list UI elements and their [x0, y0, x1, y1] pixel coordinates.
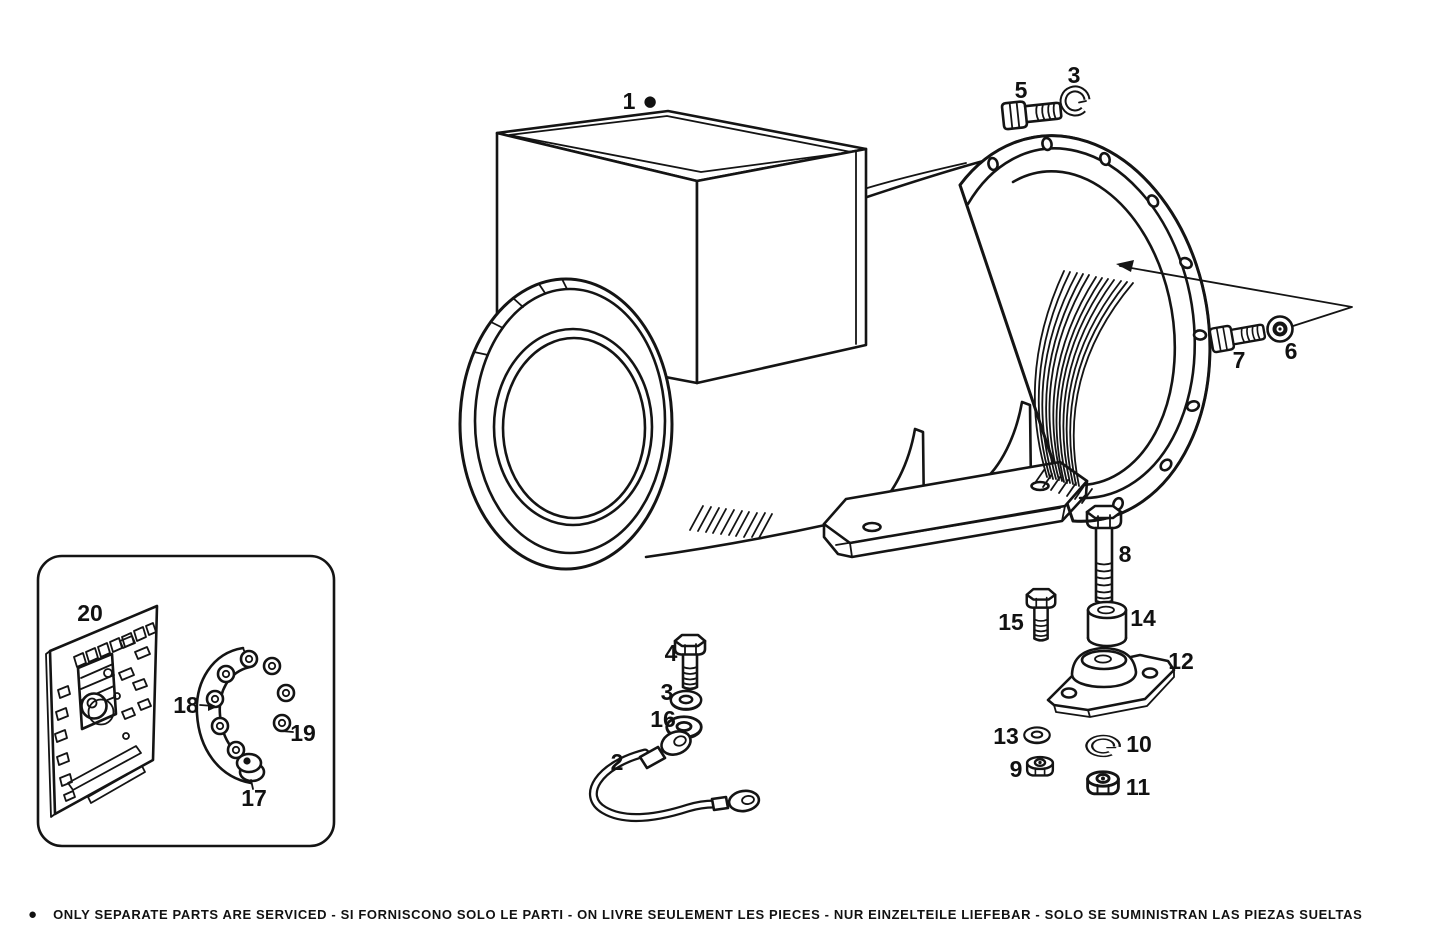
part-12-vibration-mount: [1046, 646, 1176, 718]
part-5-hex-bolt: [1000, 96, 1064, 131]
part-label-18: 18: [173, 692, 199, 718]
detail-pointer: [1116, 260, 1353, 327]
diode: [210, 716, 230, 736]
part-label-11: 11: [1126, 774, 1151, 800]
part-11-hex-nut: [1086, 770, 1120, 796]
part-9-hex-nut: [1025, 755, 1055, 777]
part-label-4: 4: [665, 640, 678, 666]
part-4-hex-bolt: [673, 633, 707, 691]
part-10-lock-washer: [1087, 736, 1120, 756]
end-bell-rim-hatch: [473, 278, 568, 356]
rectifier-assembly-17: [195, 646, 296, 790]
diode: [262, 656, 282, 676]
diode: [216, 664, 236, 684]
callout-labels: 1 ● 5 3 7 6 8 15 14 12 13 9 10 11 4 3 16…: [77, 62, 1297, 811]
part-label-15: 15: [998, 609, 1024, 635]
serviced-marker-dot: ●: [643, 92, 656, 110]
part-6-grommet-washer: [1266, 315, 1294, 343]
part-label-17: 17: [241, 785, 267, 811]
part-label-2: 2: [611, 749, 624, 775]
diode: [276, 683, 296, 703]
hardware-parts: [588, 89, 1294, 823]
footer-note-text: ONLY SEPARATE PARTS ARE SERVICED - SI FO…: [53, 907, 1363, 922]
stator-windings: [1033, 270, 1134, 504]
part-label-14: 14: [1130, 605, 1156, 631]
diode: [239, 649, 259, 669]
winding-end-hatch: [1034, 469, 1093, 504]
part-label-12: 12: [1168, 648, 1194, 674]
part-label-3a: 3: [1068, 62, 1081, 88]
footer-note-row: ● ONLY SEPARATE PARTS ARE SERVICED - SI …: [28, 907, 1420, 923]
diode: [272, 713, 292, 733]
footer-bullet-icon: ●: [28, 906, 38, 923]
part-3-lock-washer: [1063, 89, 1087, 113]
part-label-7: 7: [1233, 347, 1246, 373]
part-14-spacer-bushing: [1086, 600, 1128, 648]
board-components: [54, 622, 157, 804]
part-label-3b: 3: [661, 679, 674, 705]
part-label-20: 20: [77, 600, 103, 626]
part-label-10: 10: [1126, 731, 1152, 757]
regulator-board-20: [45, 604, 159, 818]
part-15-hex-bolt: [1025, 587, 1057, 642]
part-13-washer: [1023, 726, 1051, 745]
vent-hatch: [689, 505, 773, 539]
flange-bolt-holes: [987, 136, 1208, 512]
part-2-ground-cable: [588, 730, 761, 823]
part-label-19: 19: [290, 720, 316, 746]
part-label-13: 13: [993, 723, 1019, 749]
mounting-foot: [822, 400, 1089, 559]
inset-panel: [36, 554, 336, 848]
part-label-8: 8: [1119, 541, 1132, 567]
part-label-5: 5: [1015, 77, 1028, 103]
part-label-6: 6: [1285, 338, 1298, 364]
part-label-9: 9: [1010, 756, 1023, 782]
end-bell: [458, 277, 674, 571]
part-label-16: 16: [650, 706, 676, 732]
bottom-diode-17: [235, 752, 266, 783]
generator-assembly: [458, 109, 1212, 571]
part-label-1: 1: [623, 88, 636, 114]
